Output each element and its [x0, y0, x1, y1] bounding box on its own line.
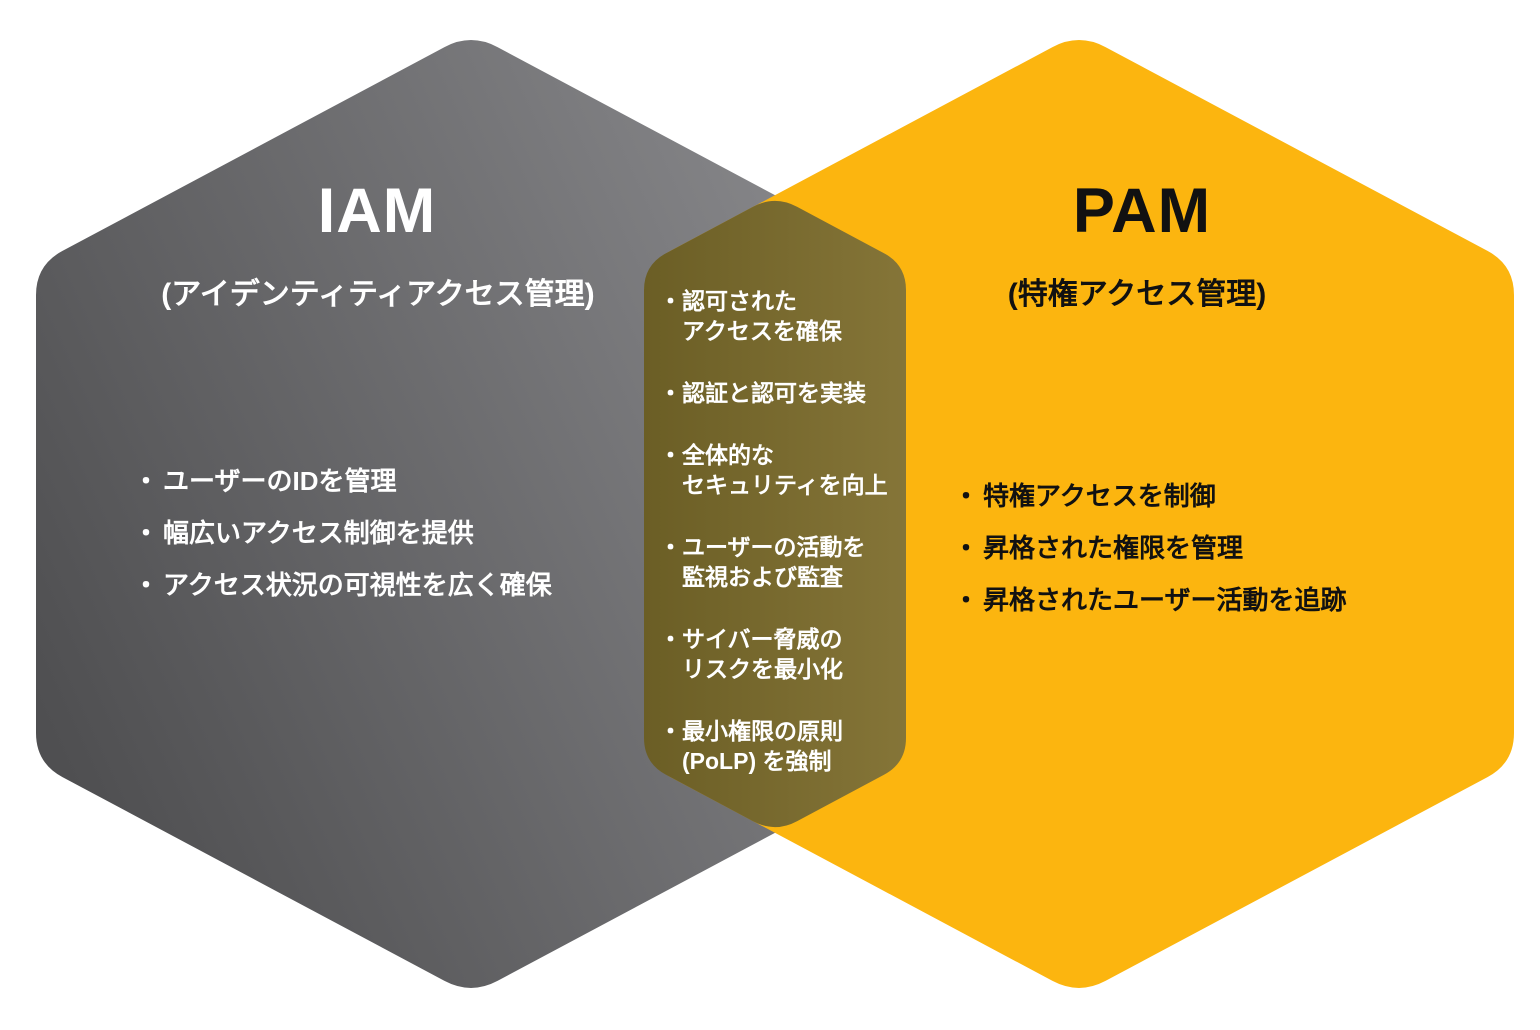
bullet-marker: ・ [953, 533, 980, 563]
bullet-text: 認可された アクセスを確保 [682, 288, 842, 344]
bullet-text: 昇格された権限を管理 [983, 533, 1244, 563]
shared-bullet-item: ・ 認証と認可を実装 [659, 378, 909, 408]
bullet-marker: ・ [659, 380, 682, 406]
bullet-marker: ・ [953, 585, 980, 615]
shared-bullet-item: ・ 認可された アクセスを確保 [659, 286, 909, 346]
shared-bullet-list: ・ 認可された アクセスを確保 ・ 認証と認可を実装 ・ 全体的な セキュリティ… [659, 286, 909, 808]
bullet-marker: ・ [953, 481, 980, 511]
bullet-marker: ・ [133, 466, 160, 496]
bullet-text: 認証と認可を実装 [682, 380, 866, 406]
bullet-marker: ・ [133, 518, 160, 548]
pam-bullet-list: ・ 特権アクセスを制御 ・ 昇格された権限を管理 ・ 昇格されたユーザー活動を追… [953, 483, 1473, 639]
bullet-text: サイバー脅威の リスクを最小化 [682, 626, 843, 682]
pam-subtitle: (特権アクセス管理) [1007, 278, 1267, 311]
bullet-marker: ・ [659, 626, 682, 652]
iam-title: IAM [317, 176, 437, 246]
pam-bullet-item: ・ 特権アクセスを制御 [953, 483, 1473, 509]
iam-bullet-item: ・ 幅広いアクセス制御を提供 [133, 520, 633, 546]
pam-bullet-item: ・ 昇格された権限を管理 [953, 535, 1473, 561]
bullet-text: ユーザーのIDを管理 [163, 466, 397, 496]
bullet-text: ユーザーの活動を 監視および監査 [682, 534, 866, 590]
overlap-region [644, 200, 906, 828]
bullet-text: 幅広いアクセス制御を提供 [163, 518, 474, 548]
bullet-marker: ・ [659, 288, 682, 314]
iam-bullet-list: ・ ユーザーのIDを管理 ・ 幅広いアクセス制御を提供 ・ アクセス状況の可視性… [133, 468, 633, 624]
bullet-marker: ・ [659, 534, 682, 560]
bullet-marker: ・ [133, 570, 160, 600]
shared-bullet-item: ・ 最小権限の原則 (PoLP) を強制 [659, 716, 909, 776]
pam-bullet-item: ・ 昇格されたユーザー活動を追跡 [953, 587, 1473, 613]
shared-bullet-item: ・ 全体的な セキュリティを向上 [659, 440, 909, 500]
pam-title: PAM [1072, 176, 1212, 246]
iam-subtitle: (アイデンティティアクセス管理) [161, 278, 595, 311]
bullet-marker: ・ [659, 442, 682, 468]
bullet-text: 全体的な セキュリティを向上 [682, 442, 888, 498]
bullet-text: 最小権限の原則 (PoLP) を強制 [682, 718, 843, 774]
shared-bullet-item: ・ サイバー脅威の リスクを最小化 [659, 624, 909, 684]
iam-bullet-item: ・ ユーザーのIDを管理 [133, 468, 633, 494]
bullet-text: アクセス状況の可視性を広く確保 [163, 570, 552, 600]
shared-bullet-item: ・ ユーザーの活動を 監視および監査 [659, 532, 909, 592]
bullet-text: 昇格されたユーザー活動を追跡 [983, 585, 1347, 615]
bullet-text: 特権アクセスを制御 [983, 481, 1216, 511]
iam-bullet-item: ・ アクセス状況の可視性を広く確保 [133, 572, 633, 598]
bullet-marker: ・ [659, 718, 682, 744]
